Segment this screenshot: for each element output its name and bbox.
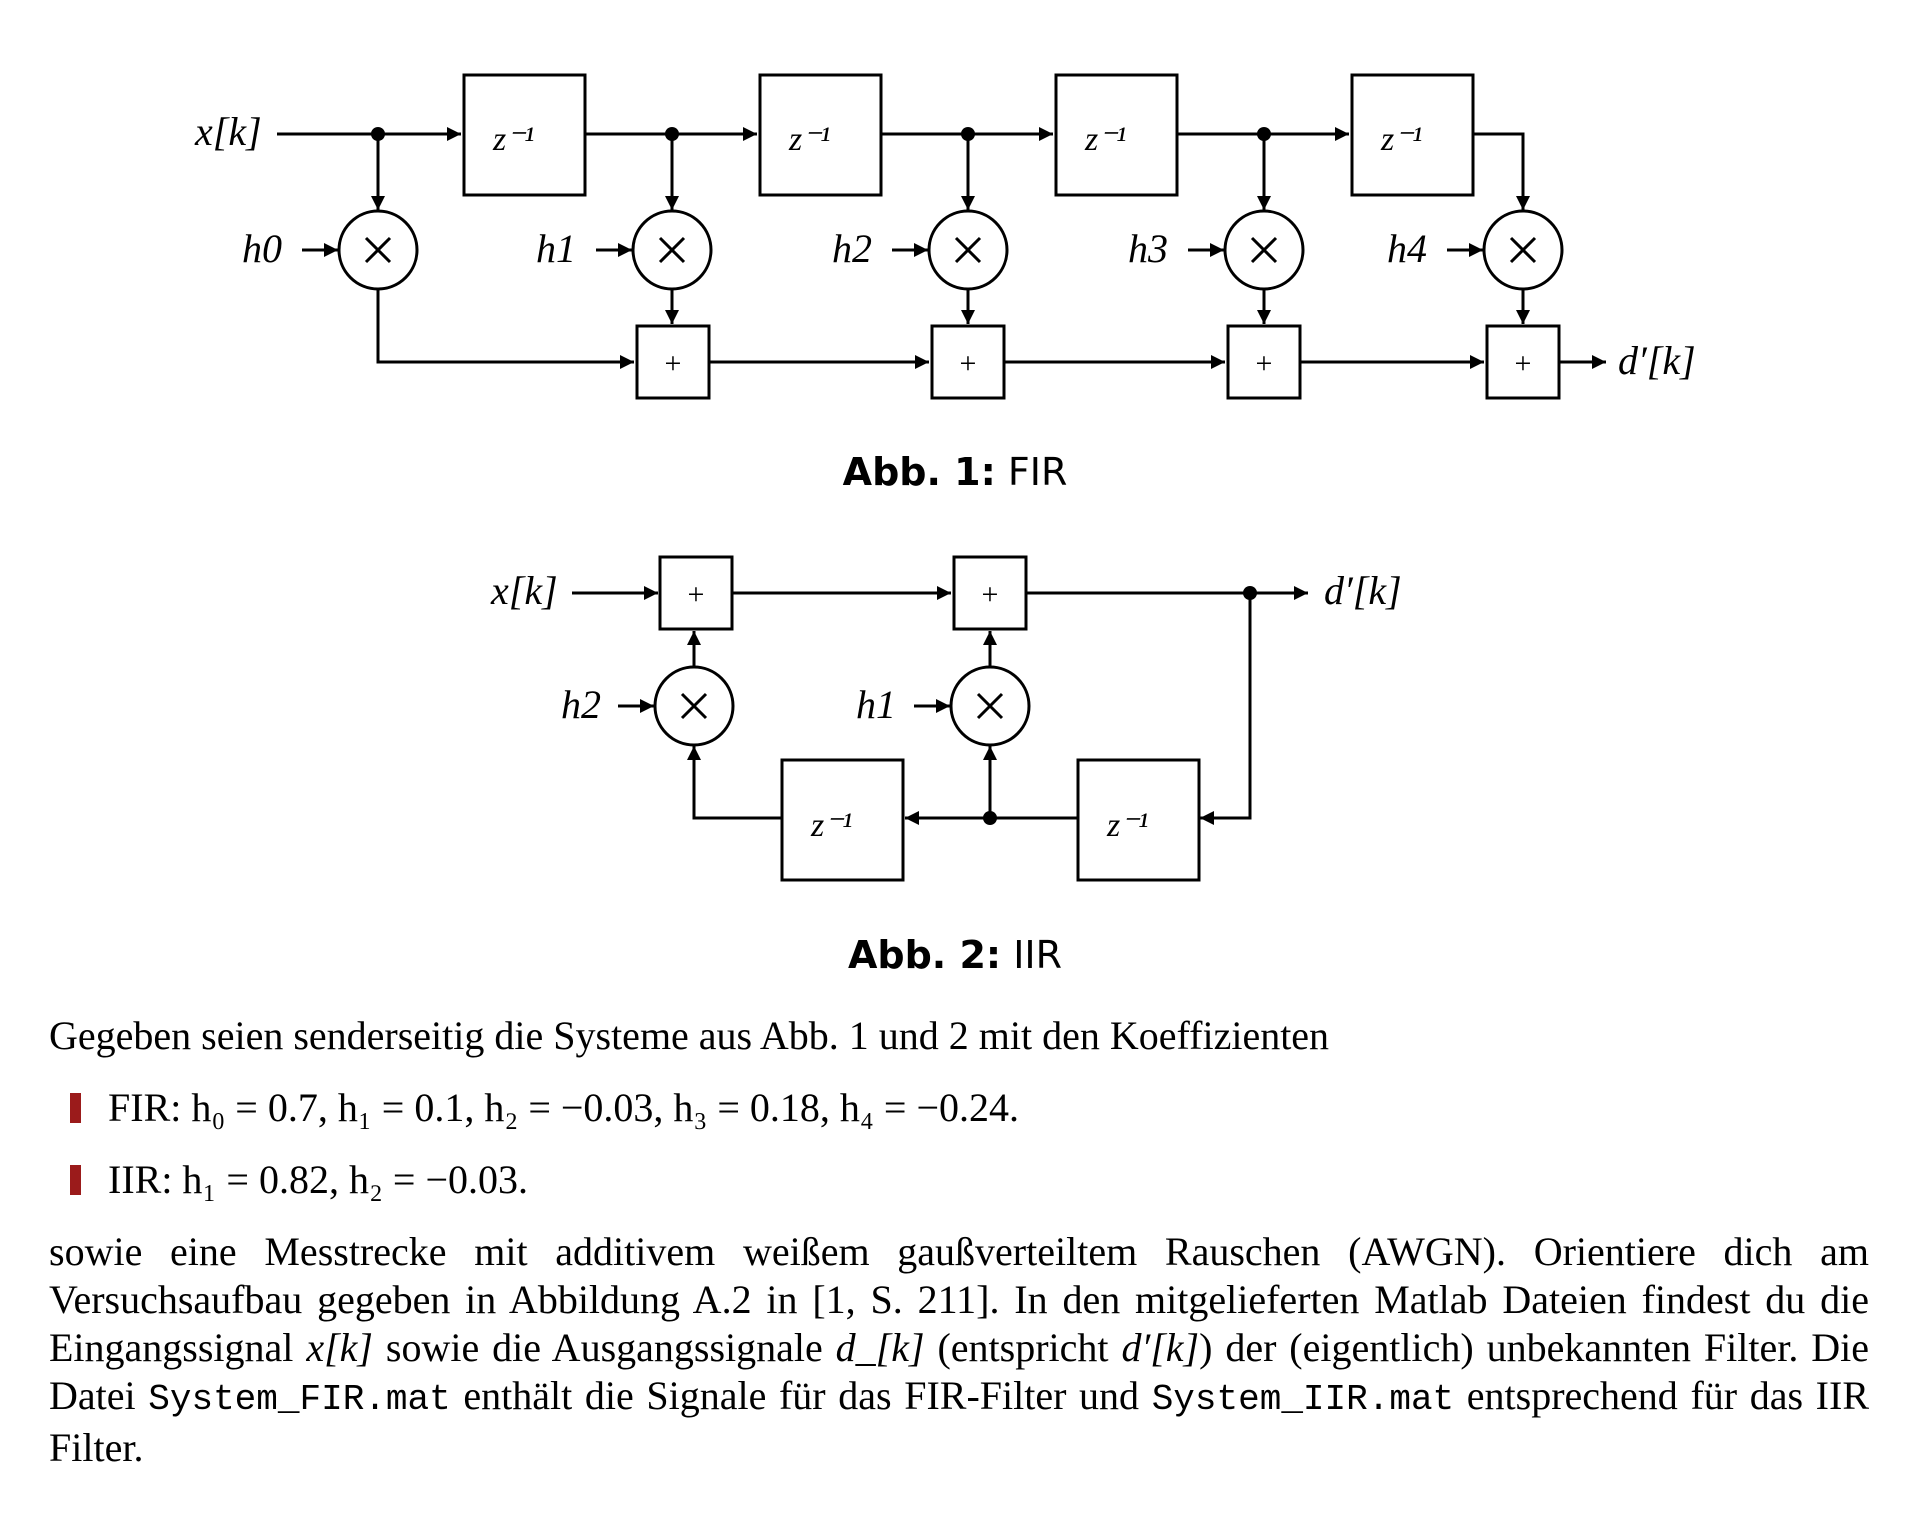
svg-text:z⁻¹: z⁻¹ bbox=[492, 121, 534, 158]
fir-coef-h3: h3 bbox=[1128, 226, 1168, 271]
svg-text:z⁻¹: z⁻¹ bbox=[1106, 807, 1148, 844]
fir-coef-h0: h0 bbox=[242, 226, 282, 271]
iir-input-label: x[k] bbox=[490, 568, 558, 613]
iir-coef-h2: h2 bbox=[561, 682, 601, 727]
svg-text:+: + bbox=[1256, 347, 1273, 380]
svg-text:+: + bbox=[1515, 347, 1532, 380]
bullet-marker bbox=[70, 1165, 81, 1195]
iir-diagram bbox=[572, 555, 1308, 882]
svg-text:z⁻¹: z⁻¹ bbox=[1084, 121, 1126, 158]
iir-file-name: System_IIR.mat bbox=[1151, 1379, 1455, 1420]
iir-delay-1 bbox=[780, 758, 905, 882]
figure-1-caption: Abb. 1: FIR bbox=[0, 450, 1910, 494]
bullet-marker bbox=[70, 1093, 81, 1123]
iir-delay-labels: z⁻¹ z⁻¹ bbox=[810, 807, 1148, 844]
input-signal-symbol: x[k] bbox=[306, 1325, 373, 1370]
output-signal-prime-symbol: d′[k] bbox=[1121, 1325, 1200, 1370]
fir-input-label: x[k] bbox=[194, 109, 262, 154]
fir-coef-labels: h0 h1 h2 h3 h4 bbox=[242, 226, 1427, 271]
figure-1-caption-text: FIR bbox=[1007, 450, 1068, 494]
svg-text:+: + bbox=[960, 347, 977, 380]
intro-text: Gegeben seien senderseitig die Systeme a… bbox=[49, 1013, 1330, 1058]
iir-multiply-symbols bbox=[680, 692, 1004, 720]
fir-multiply-symbols bbox=[364, 236, 1537, 264]
iir-output-label: d′[k] bbox=[1324, 568, 1402, 613]
figure-2-caption-prefix: Abb. 2: bbox=[847, 933, 1002, 977]
fir-file-name: System_FIR.mat bbox=[148, 1379, 451, 1420]
iir-coefficients: IIR: h₁ = 0.82, h₂ = −0.03. bbox=[108, 1157, 528, 1202]
iir-delay-2 bbox=[1076, 758, 1201, 882]
output-signal-symbol: d_[k] bbox=[835, 1325, 925, 1370]
fir-delay-labels: z⁻¹ z⁻¹ z⁻¹ z⁻¹ bbox=[492, 121, 1422, 158]
svg-text:z⁻¹: z⁻¹ bbox=[1380, 121, 1422, 158]
iir-coef-h1: h1 bbox=[856, 682, 896, 727]
fir-adder-symbols: + + + + bbox=[665, 347, 1532, 380]
svg-text:+: + bbox=[688, 578, 705, 611]
figure-1-caption-prefix: Abb. 1: bbox=[842, 450, 996, 494]
fir-coefficients: FIR: h₀ = 0.7, h₁ = 0.1, h₂ = −0.03, h₃ … bbox=[108, 1085, 1019, 1130]
svg-text:z⁻¹: z⁻¹ bbox=[810, 807, 852, 844]
fir-output-label: d′[k] bbox=[1618, 338, 1696, 383]
iir-coef-labels: h2 h1 bbox=[561, 682, 896, 727]
svg-text:+: + bbox=[665, 347, 682, 380]
svg-text:+: + bbox=[982, 578, 999, 611]
fir-coef-h1: h1 bbox=[536, 226, 576, 271]
description-paragraph: sowie eine Messtrecke mit additivem weiß… bbox=[49, 1229, 1870, 1470]
figure-2-caption-text: IIR bbox=[1013, 933, 1063, 977]
fir-diagram bbox=[277, 73, 1606, 400]
svg-text:z⁻¹: z⁻¹ bbox=[788, 121, 830, 158]
iir-adder-symbols: + + bbox=[688, 578, 999, 611]
fir-coef-h2: h2 bbox=[832, 226, 872, 271]
fir-coef-h4: h4 bbox=[1387, 226, 1427, 271]
figure-2-caption: Abb. 2: IIR bbox=[0, 933, 1910, 977]
